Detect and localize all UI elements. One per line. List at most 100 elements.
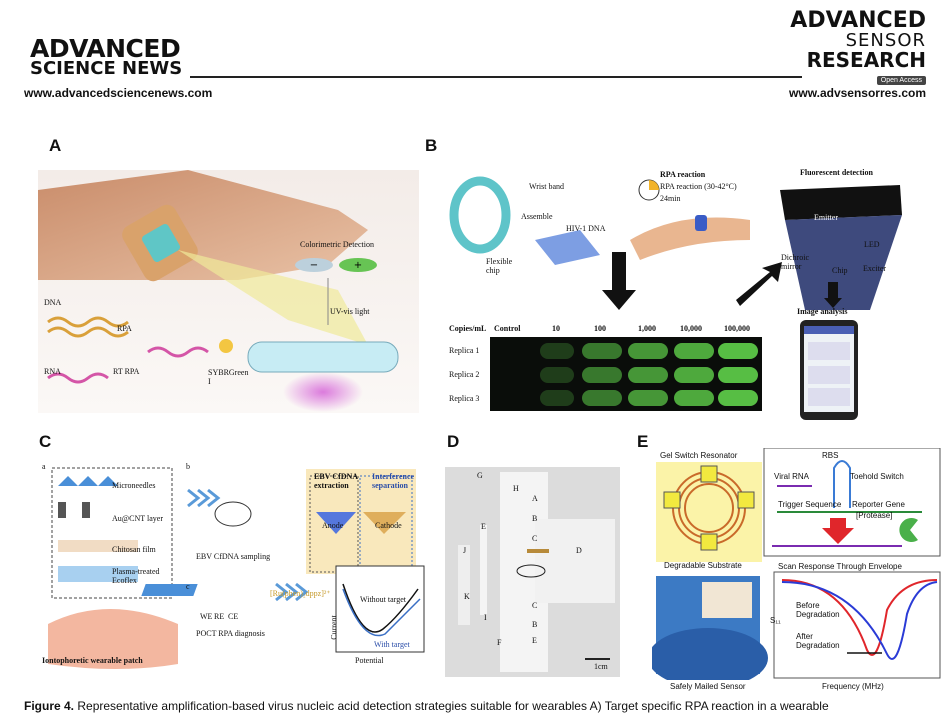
copies-col-0: Control xyxy=(494,324,521,333)
sub-a-label: a xyxy=(42,462,46,471)
header-rule xyxy=(190,76,802,78)
d-label-e2: E xyxy=(532,636,537,645)
d-label-c: C xyxy=(532,534,538,543)
degradable-label: Degradable Substrate xyxy=(664,561,742,570)
caption-text: Representative amplification-based virus… xyxy=(77,699,829,713)
d-label-g: G xyxy=(477,471,483,480)
sybr-label: SYBRGreen I xyxy=(208,368,249,386)
current-axis-label: Current xyxy=(329,615,339,640)
panel-e-letter: E xyxy=(637,432,649,451)
d-label-h: H xyxy=(513,484,519,493)
open-access-badge: Open Access xyxy=(876,76,926,85)
replica-row-2: Replica 2 xyxy=(449,370,480,379)
we-label: WE xyxy=(200,612,213,621)
before-legend: Before Degradation xyxy=(796,601,840,619)
copies-col-2: 100 xyxy=(594,324,606,333)
anode-label: Anode xyxy=(322,521,344,530)
panel-a-figure: − + xyxy=(38,170,419,413)
without-target-label: Without target xyxy=(360,595,406,604)
image-analysis-label: Image analysis xyxy=(797,307,848,316)
caption-label: Figure 4. xyxy=(24,699,75,713)
dna-label: DNA xyxy=(44,298,62,307)
cathode-label: Cathode xyxy=(375,521,402,530)
dichroic-label: Dichroic mirror xyxy=(781,253,809,271)
plus-sign: + xyxy=(354,260,362,271)
mailed-sensor-label: Safely Mailed Sensor xyxy=(670,682,746,691)
reporter-label: Reporter Gene xyxy=(852,500,905,509)
panel-e-figure xyxy=(648,447,942,688)
with-target-label: With target xyxy=(374,640,410,649)
flexible-chip-label: Flexible chip xyxy=(486,257,513,275)
frequency-axis-label: Frequency (MHz) xyxy=(822,682,884,691)
uv-label: UV-vis light xyxy=(330,307,370,316)
replica-row-1: Replica 1 xyxy=(449,346,480,355)
after-legend: After Degradation xyxy=(796,632,840,650)
d-label-c2: C xyxy=(532,601,538,610)
ce-label: CE xyxy=(228,612,239,621)
rpa-reaction-title: RPA reaction xyxy=(660,170,706,179)
d-label-j: J xyxy=(463,546,467,555)
protease-label: [Protease] xyxy=(856,511,893,520)
trigger-label: Trigger Sequence xyxy=(778,500,842,509)
patch-label: Iontophoretic wearable patch xyxy=(42,656,143,665)
replica-row-3: Replica 3 xyxy=(449,394,480,403)
copies-col-5: 100,000 xyxy=(724,324,750,333)
led-label: LED xyxy=(864,240,880,249)
exciter-label: Exciter xyxy=(863,264,887,273)
wrist-band-label: Wrist band xyxy=(529,182,565,191)
minus-sign: − xyxy=(310,260,318,271)
toehold-label: Toehold Switch xyxy=(850,472,904,481)
assemble-label: Assemble xyxy=(521,212,553,221)
panel-c-figure xyxy=(38,454,428,684)
interference-label: Interference separation xyxy=(372,472,415,490)
sub-b-label: b xyxy=(186,462,190,471)
d-label-a: A xyxy=(532,494,538,503)
copies-col-4: 10,000 xyxy=(680,324,702,333)
copies-label: Copies/mL xyxy=(449,324,487,333)
left-url[interactable]: www.advancedsciencenews.com xyxy=(24,86,213,100)
scan-response-label: Scan Response Through Envelope xyxy=(778,562,902,571)
gel-resonator-label: Gel Switch Resonator xyxy=(660,451,738,460)
advanced-science-news-logo: ADVANCED SCIENCE NEWS xyxy=(30,34,183,79)
copies-col-1: 10 xyxy=(552,324,560,333)
right-url[interactable]: www.advsensorres.com xyxy=(789,86,926,100)
figure-caption: Figure 4. Representative amplification-b… xyxy=(24,699,934,713)
rpa-label: RPA xyxy=(117,324,132,333)
poct-label: POCT RPA diagnosis xyxy=(196,629,265,638)
layer-chitosan: Chitosan film xyxy=(112,545,156,554)
d-label-i: I xyxy=(484,613,487,622)
panel-a-letter: A xyxy=(49,136,62,155)
copies-col-3: 1,000 xyxy=(638,324,656,333)
d-label-b2: B xyxy=(532,620,538,629)
d-label-e: E xyxy=(481,522,486,531)
advanced-sensor-research-logo: ADVANCED SENSOR RESEARCH Open Access xyxy=(790,8,926,85)
viral-rna-label: Viral RNA xyxy=(774,472,809,481)
ebv-extraction-label: EBV CfDNA extraction xyxy=(314,472,358,490)
emitter-label: Emitter xyxy=(814,213,838,222)
sub-c-label: c xyxy=(186,582,190,591)
ebv-sampling-label: EBV CfDNA sampling xyxy=(196,552,271,561)
s11-axis-label: S₁₁ xyxy=(770,616,781,625)
layer-microneedles: Microneedles xyxy=(112,481,156,490)
d-label-f: F xyxy=(497,638,502,647)
ru-complex-label: [Ru(phen)₂dppz]²⁺ xyxy=(270,589,331,598)
scale-bar-label: 1cm xyxy=(594,662,608,671)
panel-b-letter: B xyxy=(425,136,438,155)
layer-ecoflex: Plasma-treated Ecoflex xyxy=(112,567,160,585)
chip-label: Chip xyxy=(832,266,848,275)
re-label: RE xyxy=(214,612,225,621)
fluor-label: Fluorescent detection xyxy=(800,168,873,177)
potential-axis-label: Potential xyxy=(355,656,384,665)
fluorescence-grid xyxy=(490,337,762,411)
rna-label: RNA xyxy=(44,367,61,376)
d-label-b: B xyxy=(532,514,538,523)
rpa-time: 24min xyxy=(660,194,681,203)
panel-b-figure xyxy=(440,160,920,420)
colorimetric-label: Colorimetric Detection xyxy=(300,240,374,249)
d-label-k: K xyxy=(464,592,470,601)
rt-rpa-label: RT RPA xyxy=(113,367,140,376)
panel-d-letter: D xyxy=(447,432,460,451)
d-label-d: D xyxy=(576,546,582,555)
rbs-label: RBS xyxy=(822,451,839,460)
rpa-reaction-temp: RPA reaction (30-42°C) xyxy=(660,182,737,191)
